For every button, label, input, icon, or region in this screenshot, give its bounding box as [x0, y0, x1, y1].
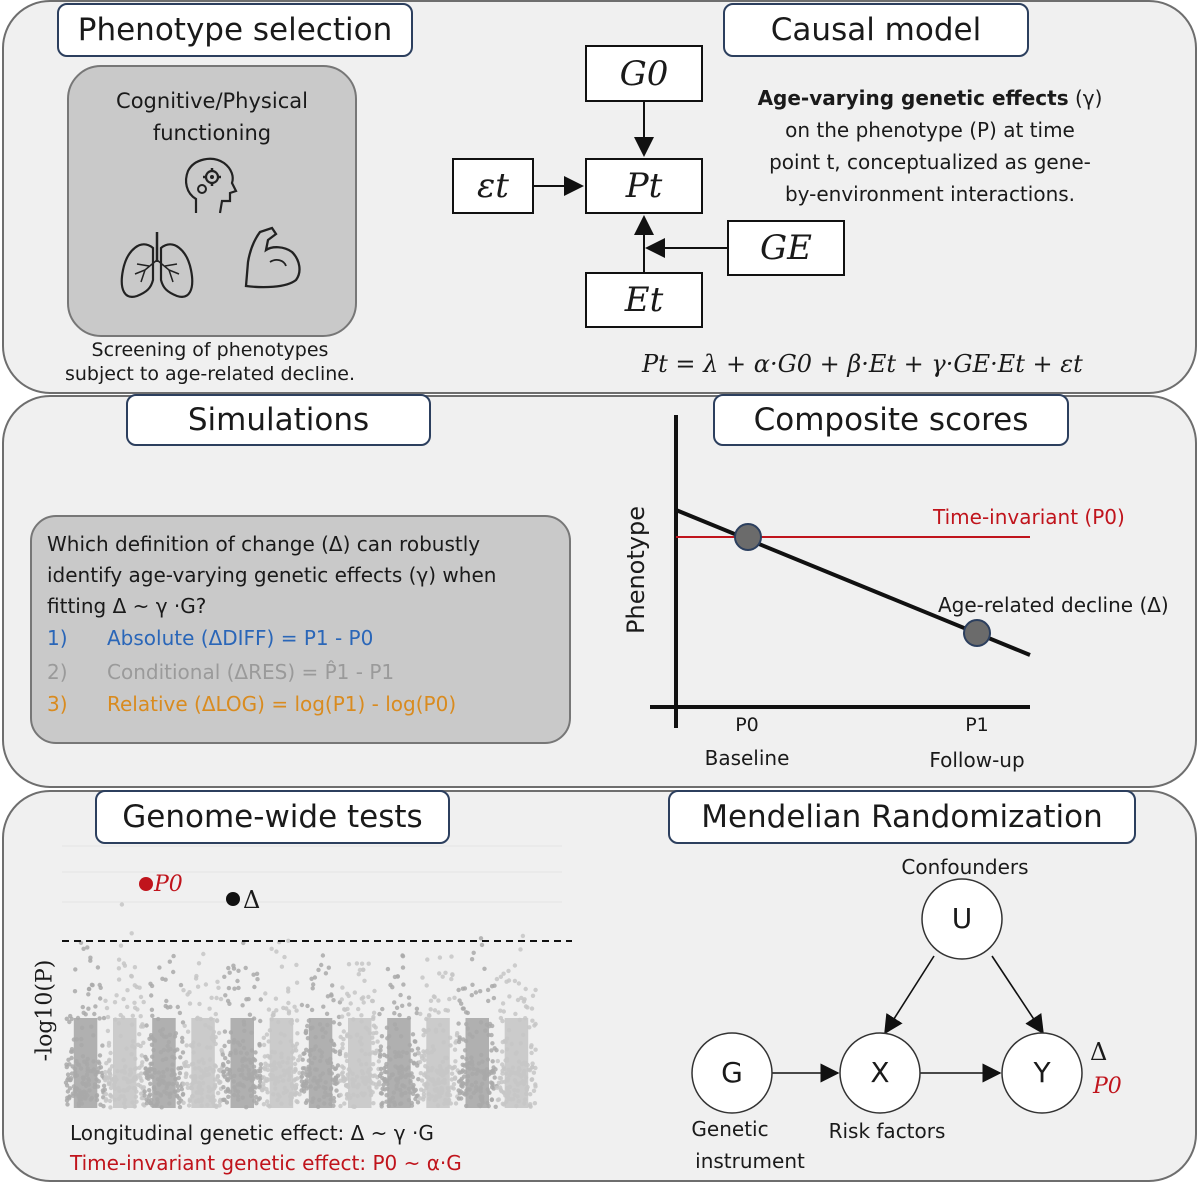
head-gears-icon	[185, 157, 238, 214]
causal-description: Age-varying genetic effects (γ) on the p…	[757, 86, 1103, 206]
node-u-label: U	[951, 902, 973, 935]
confounders-label: Confounders	[901, 855, 1029, 879]
node-g-label: G	[721, 1056, 743, 1089]
node-p-t: Pt	[585, 158, 703, 214]
option-relative: 3)Relative (ΔLOG) = log(P1) - log(P0)	[47, 692, 457, 716]
panel-genome-wide	[2, 790, 1197, 1182]
p0-marker-label: P0	[154, 872, 183, 897]
tick-baseline: Baseline	[704, 746, 790, 770]
delta-marker-label: Δ	[243, 886, 261, 914]
followup-point	[963, 619, 991, 647]
title-genome-wide-tests: Genome-wide tests	[95, 790, 450, 844]
risk-factors-label: Risk factors	[828, 1119, 946, 1143]
baseline-point	[734, 523, 762, 551]
muscle-arm-icon	[244, 226, 301, 289]
time-invariant-label: Time-invariant (P0)	[933, 505, 1125, 529]
node-y-circle	[1001, 1032, 1083, 1114]
node-g0: G0	[585, 45, 703, 102]
lungs-icon	[120, 232, 194, 298]
title-phenotype-selection: Phenotype selection	[57, 3, 413, 57]
composite-score-plot	[650, 415, 1031, 728]
longitudinal-label: Longitudinal genetic effect: Δ ~ γ ·G	[70, 1121, 434, 1145]
node-g-e: GE	[727, 220, 845, 276]
node-g-circle	[691, 1032, 773, 1114]
question-line-1: Which definition of change (Δ) can robus…	[47, 532, 481, 556]
decline-label: Age-related decline (Δ)	[938, 593, 1169, 617]
tick-p0: P0	[735, 714, 759, 736]
y-p0-label: P0	[1093, 1074, 1122, 1099]
genetic-instrument-2: instrument	[695, 1149, 805, 1173]
causal-equation: Pt = λ + α·G0 + β·Et + γ·GE·Et + εt	[642, 350, 1083, 378]
title-composite-scores: Composite scores	[713, 394, 1069, 446]
node-x-circle	[839, 1032, 921, 1114]
option-absolute: 1)Absolute (ΔDIFF) = P1 - P0	[47, 626, 374, 650]
causal-arrows	[534, 102, 727, 272]
node-y-label: Y	[1033, 1056, 1051, 1089]
manhattan-plot	[62, 845, 572, 1110]
option-conditional: 2)Conditional (ΔRES) = P̂1 - P1	[47, 660, 395, 684]
y-delta-label: Δ	[1090, 1038, 1108, 1066]
question-line-3: fitting Δ ~ γ ·G?	[47, 594, 207, 618]
screening-label-1: Screening of phenotypes	[91, 339, 329, 361]
node-e-t: Et	[585, 272, 703, 328]
node-x-label: X	[870, 1056, 890, 1089]
change-definition-box	[30, 515, 571, 744]
genetic-instrument-1: Genetic	[691, 1117, 769, 1141]
node-u-circle	[921, 878, 1003, 960]
title-simulations: Simulations	[126, 394, 431, 446]
screening-label-2: subject to age-related decline.	[64, 363, 356, 385]
functioning-box	[67, 65, 357, 337]
tick-followup: Follow-up	[929, 748, 1025, 772]
title-causal-model: Causal model	[723, 3, 1029, 57]
time-invariant-effect-label: Time-invariant genetic effect: P0 ~ α·G	[70, 1151, 462, 1175]
title-mendelian-randomization: Mendelian Randomization	[668, 790, 1136, 844]
functioning-label-2: functioning	[152, 121, 272, 145]
tick-p1: P1	[965, 714, 989, 736]
question-line-2: identify age-varying genetic effects (γ)…	[47, 563, 497, 587]
node-epsilon-t: εt	[452, 158, 534, 214]
functioning-label-1: Cognitive/Physical	[116, 89, 308, 113]
